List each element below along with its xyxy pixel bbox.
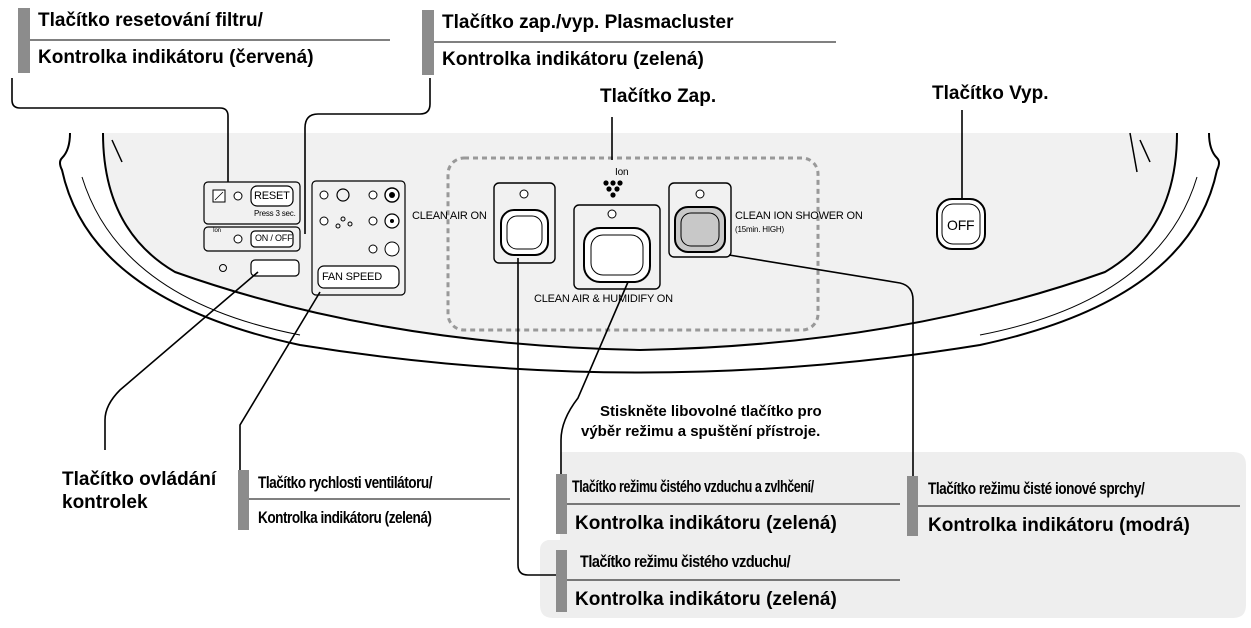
callout-bar-clean-air [556,550,567,612]
clean-air-key[interactable] [500,209,549,256]
plasma-group-frame [203,226,301,252]
fan-low-icon [384,241,400,257]
light-control-key-frame [250,259,300,277]
ion-shower-indicator-led [695,189,705,199]
fan-speed-button-label: Tlačítko rychlosti ventilátoru/ [258,473,433,492]
leader-humidify [560,281,629,474]
filter-reset-label: Tlačítko resetování filtru/ [38,10,263,31]
onoff-key-frame [250,230,294,248]
device-rim-line-right [979,176,1198,336]
ion-mark-small: Ion [213,228,221,234]
fan-speed-key-label[interactable]: FAN SPEED [322,271,382,283]
humidify-key[interactable] [583,227,651,283]
clean-air-indicator-label: Kontrolka indikátoru (zelená) [575,589,837,610]
off-key-label[interactable]: OFF [947,217,975,233]
device-right-tab [111,139,123,163]
fan-speed-indicator-label: Kontrolka indikátoru (zelená) [258,508,432,527]
leader-clean-air [517,258,556,576]
reset-key-label[interactable]: RESET [254,190,290,202]
reset-group-frame [203,181,301,225]
callout-bar-ion [907,476,918,536]
filter-indicator-led [233,191,243,201]
shower-note: (15min. HIGH) [735,225,784,234]
on-button-group-frame [446,156,820,332]
ion-shower-button-frame [668,182,732,258]
leader-plasma [304,78,431,234]
pollen-icon [340,216,346,222]
humidify-button-label: Tlačítko režimu čistého vzduchu a zvlhče… [572,477,814,496]
instruction-note-box [540,452,1246,618]
filter-indicator-label: Kontrolka indikátoru (červená) [38,47,314,68]
onoff-key-label[interactable]: ON / OFF [255,233,293,243]
humidify-indicator-led [607,209,617,219]
clean-air-button-frame [493,182,556,264]
plasma-indicator-label: Kontrolka indikátoru (zelená) [442,49,704,70]
device-left-edge [1129,132,1138,173]
fan-speed-group-frame [311,180,406,296]
leader-ion-shower [728,254,914,476]
fan-speed-key-frame [317,265,400,289]
clean-air-indicator-led [519,189,529,199]
clean-air-on-label: CLEAN AIR ON [412,210,487,222]
device-body-outline [59,132,1220,374]
callout-bar-humidify [556,474,567,534]
clean-air-button-label: Tlačítko režimu čistého vzduchu/ [580,552,791,571]
instruction-line-2: výběr režimu a spuštění přístroje. [581,423,821,440]
plasma-indicator-led [233,234,243,244]
device-rim-line [81,176,301,336]
press-note: Press 3 sec. [254,209,296,218]
clean-air-humidify-on-label: CLEAN AIR & HUMIDIFY ON [534,293,673,305]
device-panel-outline [102,132,1178,352]
humidify-indicator-label: Kontrolka indikátoru (zelená) [575,513,837,534]
plasma-button-label: Tlačítko zap./vyp. Plasmacluster [442,12,734,33]
brightness-icon [219,264,227,272]
reset-key-frame [250,185,294,207]
leader-fan-speed [239,291,321,470]
light-control-label-2: kontrolek [62,492,148,513]
clean-ion-shower-on-label: CLEAN ION SHOWER ON [735,210,863,222]
ion-shower-key[interactable] [674,206,726,253]
ion-shower-button-label: Tlačítko režimu čisté ionové sprchy/ [928,479,1145,498]
fan-auto-icon [336,188,350,202]
off-key[interactable] [936,198,986,250]
callout-bar-filter [18,8,30,73]
plasmacluster-logo [603,180,609,186]
leader-filter-reset [11,78,229,182]
on-button-label: Tlačítko Zap. [600,86,717,107]
light-control-label-1: Tlačítko ovládání [62,469,217,490]
instruction-line-1: Stiskněte libovolné tlačítko pro [600,403,822,420]
device-left-tab [1139,139,1151,163]
leader-light-control [104,271,259,450]
humidify-button-frame [573,204,661,290]
ion-shower-indicator-label: Kontrolka indikátoru (modrá) [928,515,1190,536]
callout-bar-fan [238,470,249,530]
off-button-label: Tlačítko Vyp. [932,83,1049,104]
ion-mark: Ion [615,167,629,178]
callout-bar-plasma [422,10,434,75]
